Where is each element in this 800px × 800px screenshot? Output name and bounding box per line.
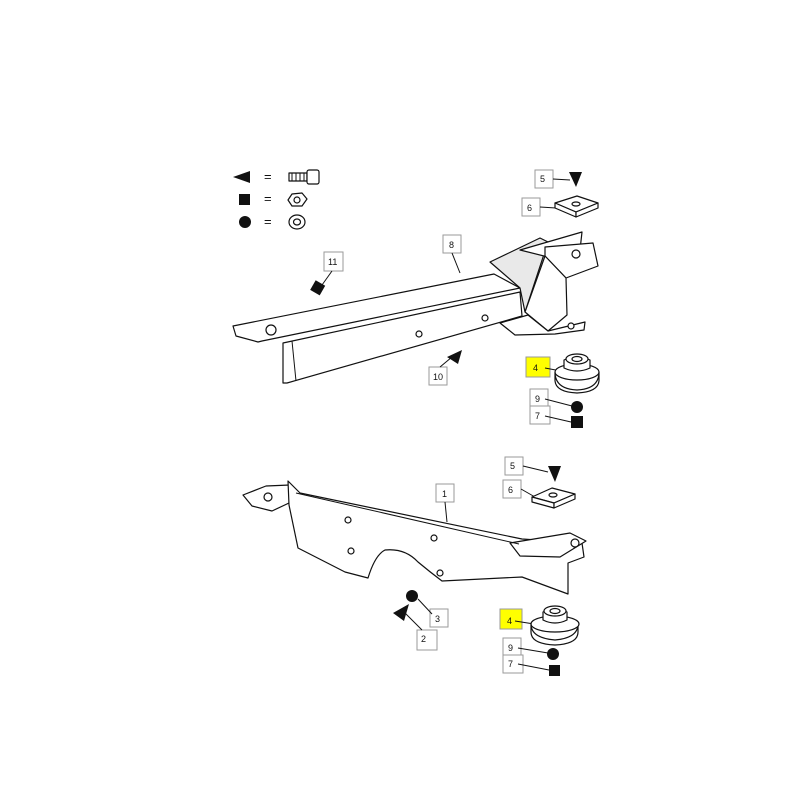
washer-plate	[531, 487, 576, 509]
triangle-icon	[447, 350, 462, 364]
callout-6-upper: 6	[521, 195, 599, 218]
svg-text:4: 4	[507, 616, 512, 626]
circle-icon	[406, 590, 418, 602]
svg-text:4: 4	[533, 363, 538, 373]
svg-text:11: 11	[328, 257, 337, 267]
svg-text:2: 2	[421, 634, 426, 644]
callout-5-upper: 5	[534, 169, 582, 189]
svg-text:3: 3	[435, 614, 440, 624]
svg-text:1: 1	[442, 489, 447, 499]
legend-eq-3: =	[264, 214, 272, 229]
callout-5-lower: 5	[504, 456, 561, 482]
svg-text:6: 6	[527, 203, 532, 213]
upper-beam	[232, 231, 599, 384]
lower-assembly: 1 5 6 3	[242, 456, 587, 676]
callout-4-lower: 4	[499, 605, 580, 646]
circle-icon	[571, 401, 583, 413]
svg-text:5: 5	[540, 174, 545, 184]
svg-text:7: 7	[535, 411, 540, 421]
nut-icon	[287, 192, 308, 207]
callout-2: 2	[393, 604, 438, 651]
highlight-4-lower	[499, 608, 523, 630]
callout-7-lower: 7	[502, 654, 560, 676]
triangle-icon	[233, 171, 250, 183]
callout-6-lower: 6	[502, 479, 576, 509]
square-icon	[239, 194, 250, 205]
legend-eq-1: =	[264, 169, 272, 184]
callout-1: 1	[435, 483, 455, 523]
lower-bracket	[242, 480, 587, 595]
svg-text:7: 7	[508, 659, 513, 669]
circle-icon	[239, 216, 251, 228]
square-icon	[571, 416, 583, 428]
callout-8: 8	[442, 234, 462, 274]
washer-icon	[288, 214, 306, 230]
rubber-mount	[530, 605, 580, 646]
callout-7-upper: 7	[529, 405, 583, 428]
legend: = = =	[233, 169, 320, 230]
square-icon	[310, 280, 326, 296]
callout-3: 3	[406, 590, 449, 628]
square-icon	[549, 665, 560, 676]
svg-text:9: 9	[535, 394, 540, 404]
svg-text:8: 8	[449, 240, 454, 250]
callout-9-upper: 9	[529, 388, 583, 413]
triangle-icon	[569, 172, 582, 187]
callout-9-lower: 9	[502, 637, 559, 660]
svg-text:5: 5	[510, 461, 515, 471]
upper-assembly: 8 11 10 5 6	[232, 169, 600, 428]
callout-4-upper: 4	[525, 353, 600, 394]
callout-10: 10	[428, 350, 462, 386]
svg-text:9: 9	[508, 643, 513, 653]
bolt-icon	[288, 169, 320, 185]
rubber-mount	[554, 353, 600, 394]
triangle-icon	[393, 604, 409, 621]
legend-eq-2: =	[264, 191, 272, 206]
svg-text:6: 6	[508, 485, 513, 495]
triangle-icon	[548, 466, 561, 482]
washer-plate	[554, 195, 599, 218]
highlight-4-upper	[525, 356, 551, 378]
svg-text:10: 10	[433, 372, 443, 382]
circle-icon	[547, 648, 559, 660]
callout-11: 11	[310, 251, 344, 296]
